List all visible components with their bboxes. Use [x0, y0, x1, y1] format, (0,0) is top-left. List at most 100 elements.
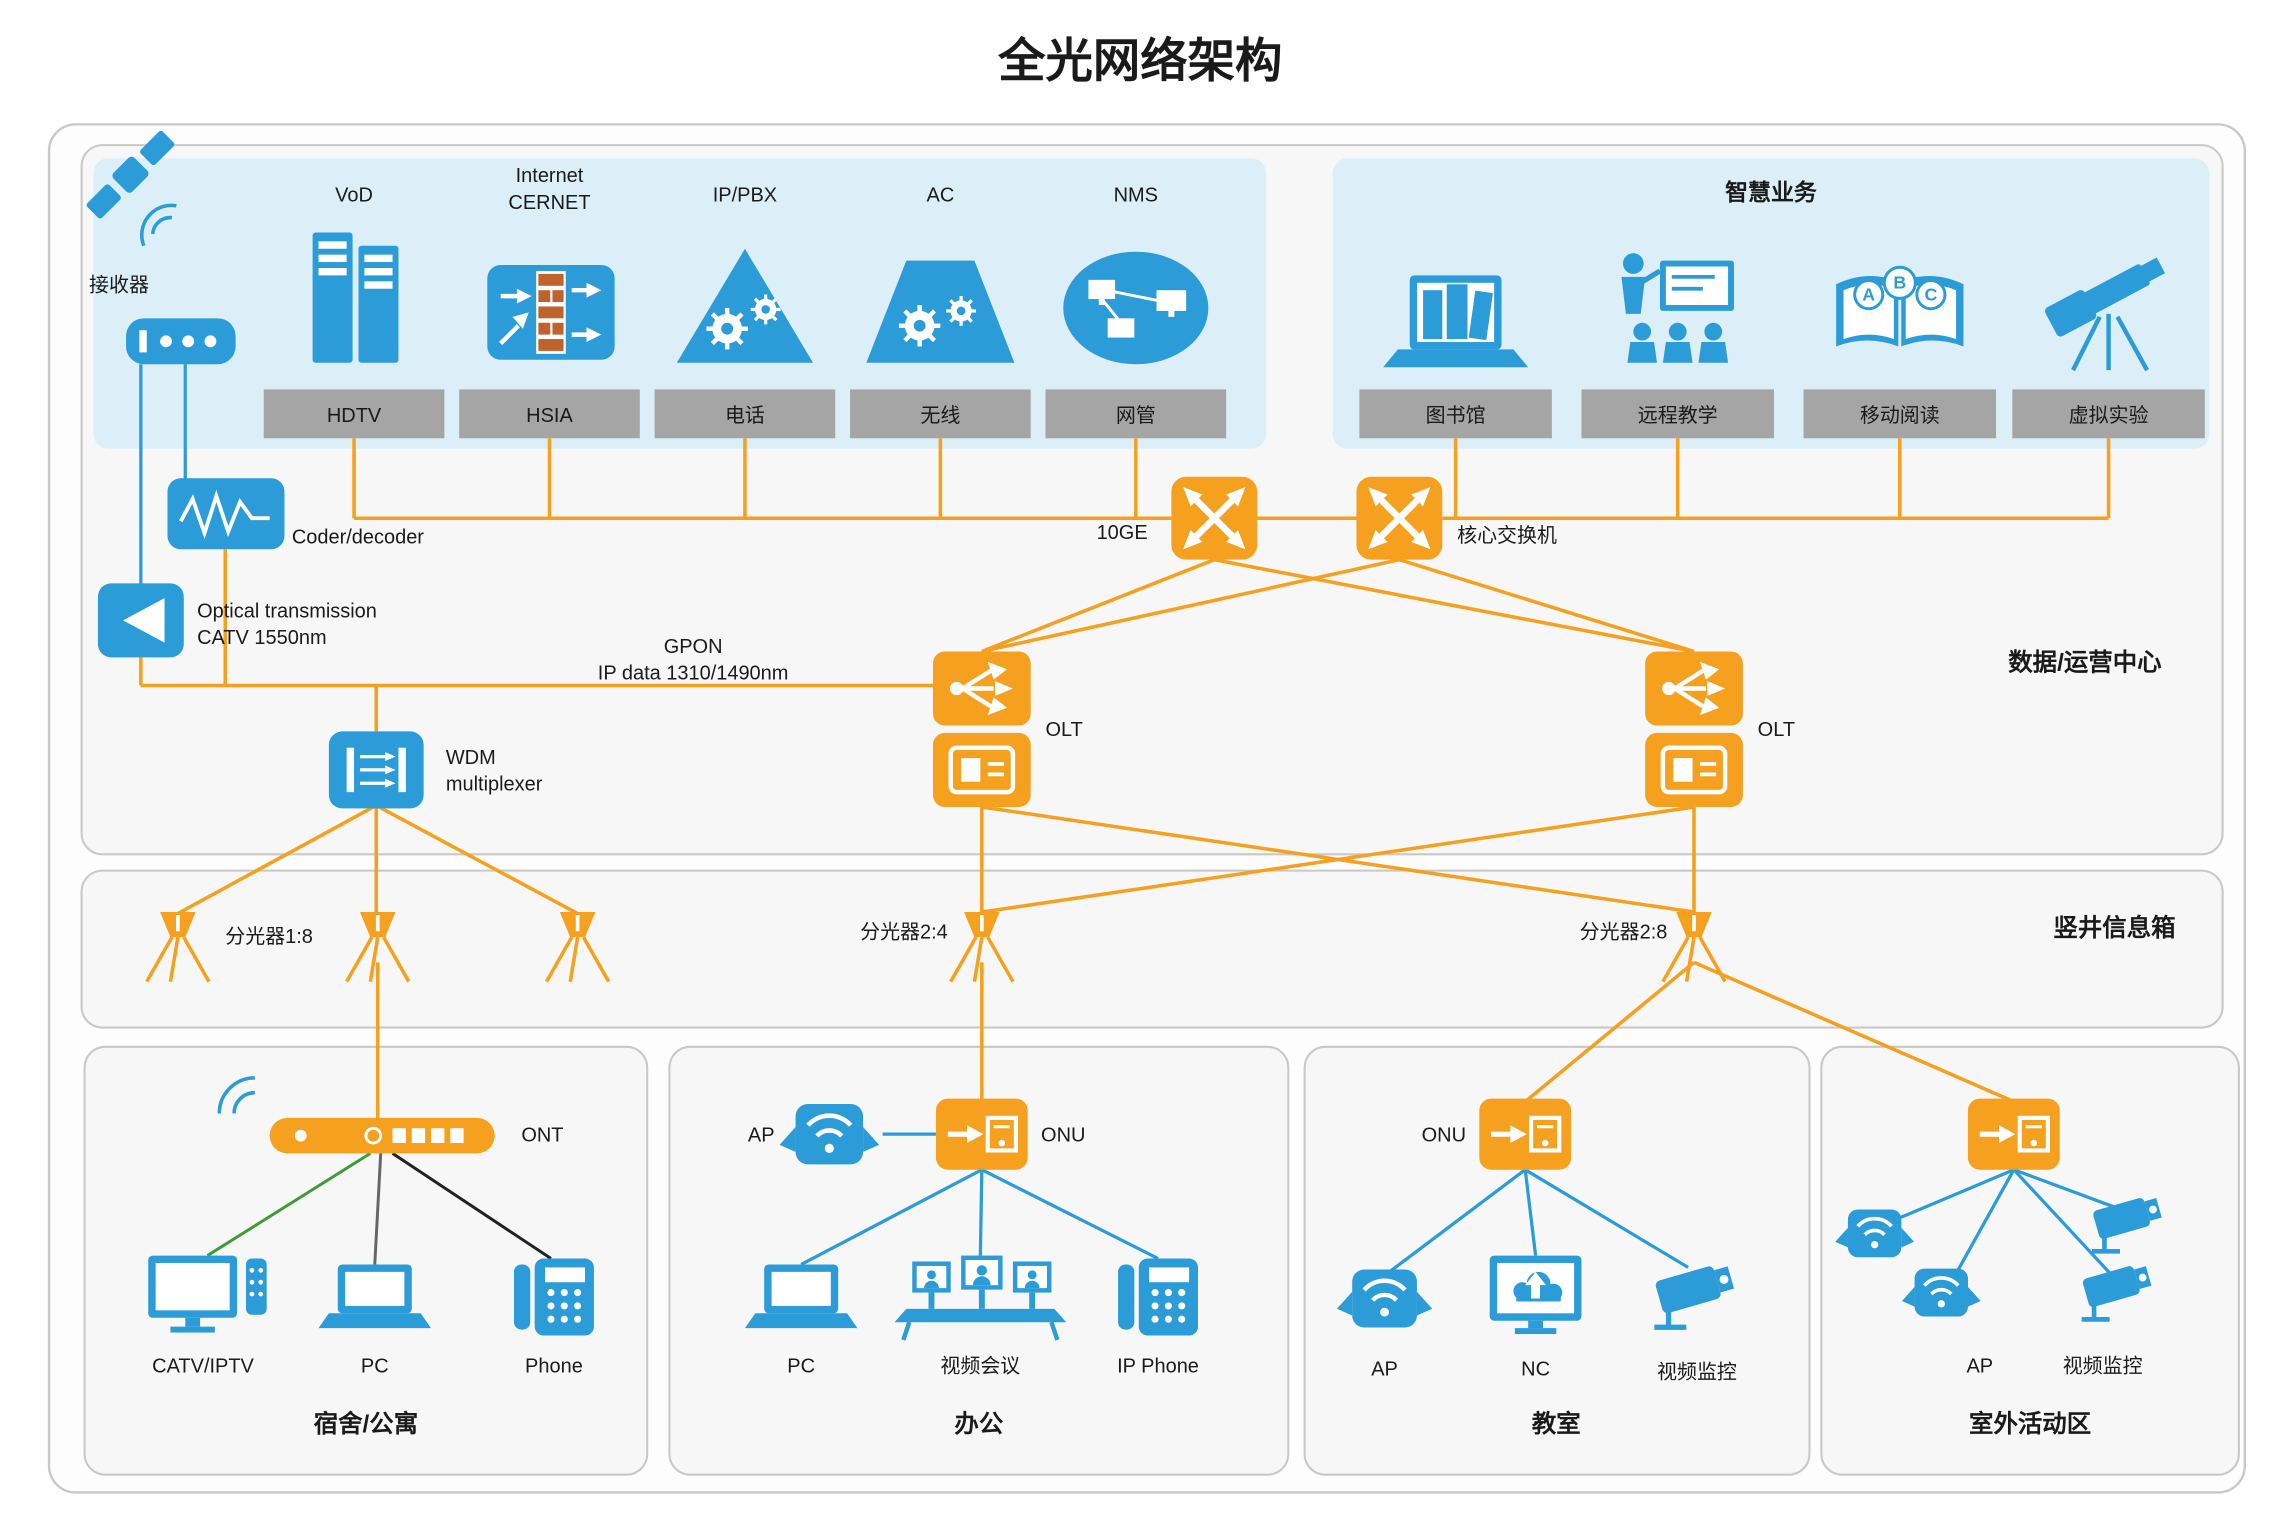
label-phone-dorm: Phone	[525, 1356, 583, 1378]
wdm-multiplexer-icon	[328, 731, 424, 809]
label-conference: 视频会议	[940, 1355, 1020, 1378]
label-ont: ONT	[521, 1125, 563, 1147]
label-wdm-1: WDM	[446, 747, 496, 769]
panel-services-right	[1332, 158, 2210, 449]
label-catv: CATV/IPTV	[152, 1356, 254, 1378]
label-shaft: 竖井信息箱	[2053, 914, 2175, 942]
zone-title-dorm: 宿舍/公寓	[314, 1410, 418, 1438]
label-internet-1: Internet	[516, 165, 584, 187]
label-gpon-1: GPON	[664, 636, 723, 658]
library-icon	[1383, 275, 1529, 368]
service-tag-boxes	[263, 389, 2205, 439]
label-optical-1: Optical transmission	[197, 600, 377, 622]
label-gpon-2: IP data 1310/1490nm	[598, 663, 789, 685]
tag-virtual-lab: 虚拟实验	[2069, 404, 2149, 427]
olt-right-splitter-icon	[1645, 651, 1743, 725]
classroom-onu-icon	[1479, 1099, 1571, 1170]
label-ip-phone: IP Phone	[1117, 1356, 1199, 1378]
tagbox-library	[1359, 389, 1552, 439]
label-olt-left: OLT	[1046, 719, 1083, 741]
tag-remote-teaching: 远程教学	[1638, 404, 1718, 427]
ac-gears-icon	[866, 260, 1015, 363]
label-optical-2: CATV 1550nm	[197, 627, 326, 649]
label-pc-office: PC	[787, 1356, 815, 1378]
coder-decoder-icon	[167, 478, 285, 550]
satellite-icon	[86, 130, 177, 247]
blue-connectors	[139, 364, 2119, 1278]
tag-netmgmt: 网管	[1116, 404, 1156, 427]
label-onu-office: ONU	[1041, 1125, 1085, 1147]
ippbx-gears-icon	[676, 248, 814, 363]
label-receiver: 接收器	[89, 274, 149, 297]
outdoor-onu-icon	[1968, 1099, 2060, 1170]
hsia-firewall-icon	[487, 265, 615, 360]
olt-right-card-icon	[1645, 733, 1743, 807]
tag-library: 图书馆	[1426, 404, 1486, 427]
tagbox-hsia	[459, 389, 640, 439]
core-switch-left-icon	[1171, 477, 1257, 560]
tag-hsia: HSIA	[526, 405, 573, 427]
tagbox-netmgmt	[1045, 389, 1227, 439]
reading-letter-b: B	[1893, 273, 1906, 293]
mobile-reading-icon	[1836, 265, 1964, 347]
conference-icon	[894, 1255, 1067, 1341]
panel-shaft	[80, 869, 2224, 1029]
label-cctv-classroom: 视频监控	[1657, 1360, 1737, 1383]
tag-telephone: 电话	[725, 404, 765, 427]
nms-network-icon	[1063, 251, 1209, 365]
panel-outdoor	[1820, 1045, 2240, 1476]
ont-icon	[217, 1076, 495, 1154]
label-nc: NC	[1521, 1358, 1550, 1380]
tagbox-wireless	[850, 389, 1031, 439]
tagbox-hdtv	[263, 389, 445, 439]
label-datacenter: 数据/运营中心	[2008, 649, 2162, 677]
label-nms: NMS	[1114, 184, 1158, 206]
zone-title-outdoor: 室外活动区	[1969, 1410, 2091, 1438]
label-ac: AC	[927, 184, 955, 206]
telescope-icon	[2044, 257, 2166, 372]
tag-hdtv: HDTV	[327, 405, 382, 427]
optical-transmitter-icon	[97, 583, 184, 658]
zone-title-office: 办公	[954, 1411, 1003, 1438]
zone-title-classroom: 教室	[1532, 1410, 1581, 1438]
label-onu-classroom: ONU	[1422, 1125, 1466, 1147]
smart-services-title: 智慧业务	[1725, 179, 1817, 205]
tag-mobile-reading: 移动阅读	[1860, 404, 1940, 427]
label-splitter-28: 分光器2:8	[1580, 921, 1668, 944]
label-ap-office: AP	[748, 1125, 775, 1147]
reading-letter-a: A	[1862, 285, 1875, 305]
olt-left-card-icon	[933, 733, 1031, 807]
reading-letter-c: C	[1924, 285, 1937, 305]
label-coder: Coder/decoder	[292, 526, 424, 548]
tagbox-mobile-reading	[1803, 389, 1997, 439]
core-switch-right-icon	[1356, 477, 1442, 560]
label-cctv-outdoor: 视频监控	[2063, 1355, 2143, 1378]
nc-monitor-icon	[1489, 1255, 1582, 1335]
label-vod: VoD	[335, 184, 373, 206]
label-ippbx: IP/PBX	[713, 184, 777, 206]
label-core-switch: 核心交换机	[1457, 524, 1557, 547]
label-splitter-24: 分光器2:4	[860, 921, 948, 944]
receiver-icon	[126, 318, 236, 365]
label-10ge: 10GE	[1097, 522, 1148, 544]
label-ap-classroom: AP	[1371, 1358, 1398, 1380]
office-onu-icon	[936, 1099, 1028, 1170]
vod-servers-icon	[312, 232, 399, 363]
tagbox-virtual-lab	[2012, 389, 2205, 439]
panel-dorm	[83, 1045, 649, 1476]
panel-services-left	[93, 158, 1267, 449]
olt-left-splitter-icon	[933, 651, 1031, 725]
diagram-title: 全光网络架构	[997, 34, 1282, 88]
tag-wireless: 无线	[920, 404, 960, 427]
dorm-phone-icon	[513, 1258, 594, 1336]
label-splitter-18: 分光器1:8	[225, 925, 313, 948]
remote-control-icon	[245, 1258, 267, 1315]
tagbox-telephone	[654, 389, 836, 439]
remote-teaching-icon	[1621, 253, 1734, 363]
dorm-connectors	[206, 1152, 552, 1265]
tagbox-remote-teaching	[1581, 389, 1774, 439]
ip-phone-icon	[1118, 1258, 1199, 1336]
label-olt-right: OLT	[1758, 719, 1795, 741]
